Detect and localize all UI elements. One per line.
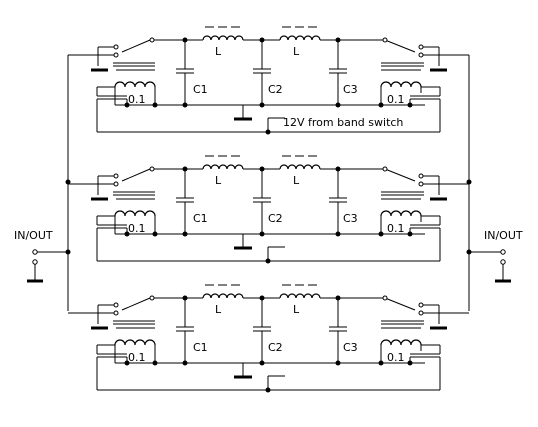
c2-label: C2 [268,341,283,354]
filter-stage-middle [68,156,469,264]
c2-label: C2 [268,83,283,96]
coupling-cap-label: 0.1 [387,351,405,364]
coupling-cap-label: 0.1 [387,222,405,235]
stage-top-labels: L L C1 C2 C3 0.1 0.1 12V from band switc… [128,45,405,129]
coupling-cap-label: 0.1 [128,351,146,364]
left-in-out-connector: IN/OUT [14,229,68,283]
stage-bottom-labels: L L C1 C2 C3 0.1 0.1 [128,303,405,364]
inductor-label: L [293,303,300,316]
coupling-cap-label: 0.1 [128,93,146,106]
right-terminal [500,249,506,255]
coupling-cap-label: 0.1 [387,93,405,106]
right-in-out-connector: IN/OUT [469,229,523,283]
inductor-label: L [215,303,222,316]
c3-label: C3 [343,83,358,96]
inductor-label: L [293,45,300,58]
right-ground-terminal [500,259,506,265]
filter-stage-bottom [68,285,469,393]
stage-middle-labels: L L C1 C2 C3 0.1 0.1 [128,174,405,235]
c1-label: C1 [193,83,208,96]
inductor-label: L [215,45,222,58]
coupling-cap-label: 0.1 [128,222,146,235]
c3-label: C3 [343,341,358,354]
filter-stage-top [68,27,469,135]
c1-label: C1 [193,341,208,354]
left-terminal [32,249,38,255]
c2-label: C2 [268,212,283,225]
supply-label: 12V from band switch [283,116,403,129]
right-in-out-label: IN/OUT [484,229,523,242]
inductor-label: L [293,174,300,187]
left-ground-terminal [32,259,38,265]
left-in-out-label: IN/OUT [14,229,53,242]
c1-label: C1 [193,212,208,225]
c3-label: C3 [343,212,358,225]
inductor-label: L [215,174,222,187]
